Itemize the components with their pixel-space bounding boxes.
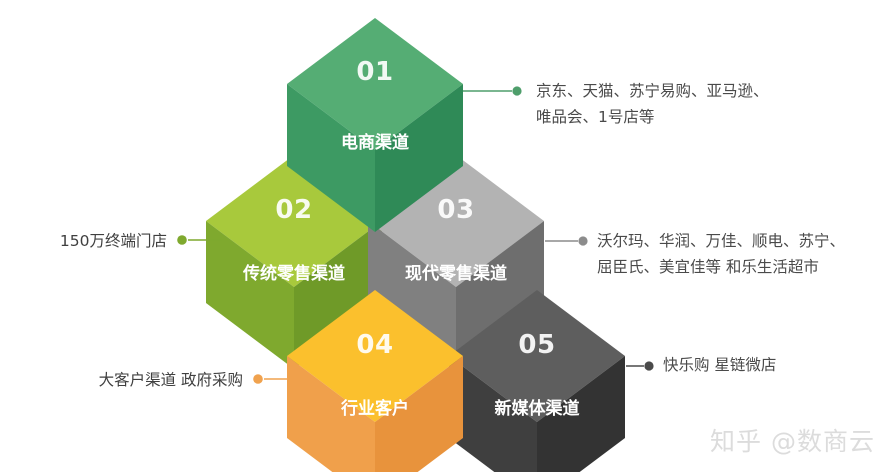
cube-ecommerce-left-face [287,84,375,232]
cube-ecommerce-title: 电商渠道 [341,132,409,153]
note-ecommerce-line1: 京东、天猫、苏宁易购、亚马逊、 [536,82,769,100]
watermark: 知乎 @数商云 [710,427,875,456]
cube-newmedia-number: 05 [518,330,555,360]
connector-ecommerce [463,86,522,96]
cube-traditional-number: 02 [275,195,312,225]
connector-industry-dot [253,374,263,384]
connector-industry [253,374,288,384]
note-newmedia-line1: 快乐购 星链微店 [663,356,777,374]
cube-newmedia[interactable]: 05 新媒体渠道 [449,290,625,472]
cube-industry[interactable]: 04 行业客户 [287,290,463,472]
cube-modern-right-face [456,221,544,369]
cube-modern-left-face [368,221,456,369]
cube-ecommerce-right-face [375,84,463,232]
cube-ecommerce-number: 01 [356,57,393,87]
note-industry: 大客户渠道 政府采购 [85,367,243,393]
cube-ecommerce[interactable]: 01 电商渠道 [287,18,463,232]
note-ecommerce-line2: 唯品会、1号店等 [536,108,655,126]
cube-newmedia-right-face [537,356,625,472]
cube-industry-number: 04 [356,330,393,360]
cube-traditional-right-face [294,221,382,369]
cube-industry-title: 行业客户 [340,398,409,419]
connector-modern-dot [578,236,588,246]
cube-industry-right-face [375,356,463,472]
note-traditional-line1: 150万终端门店 [59,232,167,250]
connector-traditional-dot [177,235,187,245]
cube-industry-left-face [287,356,375,472]
note-traditional: 150万终端门店 [55,228,167,254]
note-modern: 沃尔玛、华润、万佳、顺电、苏宁、 屈臣氏、美宜佳等 和乐生活超市 [597,228,845,280]
connector-newmedia [626,361,654,371]
note-ecommerce: 京东、天猫、苏宁易购、亚马逊、 唯品会、1号店等 [536,78,769,130]
note-newmedia: 快乐购 星链微店 [663,352,776,378]
cube-traditional-left-face [206,221,294,369]
note-modern-line1: 沃尔玛、华润、万佳、顺电、苏宁、 [597,232,846,250]
note-modern-line2: 屈臣氏、美宜佳等 和乐生活超市 [597,258,819,276]
connector-traditional [177,235,222,245]
cube-modern-number: 03 [437,195,474,225]
connector-ecommerce-dot [512,86,522,96]
cube-traditional-title: 传统零售渠道 [242,263,345,284]
cube-modern-title: 现代零售渠道 [405,263,507,284]
connector-modern [545,236,588,246]
cube-newmedia-left-face [449,356,537,472]
note-industry-line1: 大客户渠道 政府采购 [98,371,243,389]
cube-newmedia-title: 新媒体渠道 [495,398,580,419]
connector-newmedia-dot [644,361,654,371]
